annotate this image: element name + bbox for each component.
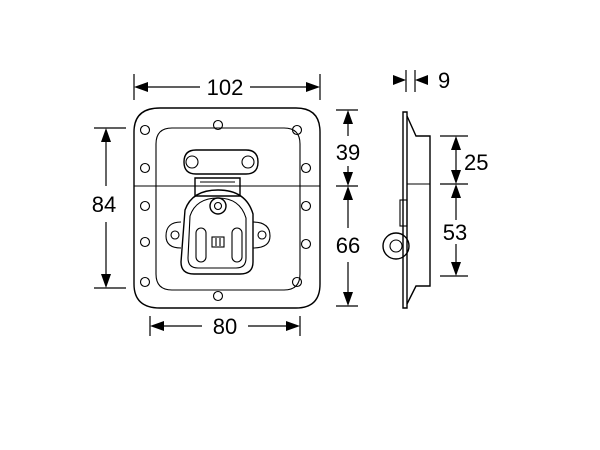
side-ring [382, 232, 410, 260]
side-view [382, 111, 431, 309]
overall-width-label: 102 [207, 75, 244, 100]
dimension-side-depth: 9 [393, 68, 450, 93]
dimension-overall-height: 84 [92, 127, 126, 289]
mounting-hole [291, 276, 303, 288]
mounting-holes [139, 119, 312, 302]
dimension-overall-width: 102 [133, 74, 321, 100]
pivot-circle [209, 197, 227, 215]
mounting-hole [212, 119, 224, 131]
lower-height-label: 66 [336, 233, 360, 258]
mounting-hole [300, 238, 312, 250]
keeper [183, 149, 259, 175]
outer-plate-outline [133, 107, 321, 309]
side-upper-height-label: 25 [464, 150, 488, 175]
upper-height-label: 39 [336, 140, 360, 165]
side-flange [402, 111, 408, 309]
inner-width-label: 80 [213, 314, 237, 339]
depth-label: 9 [438, 68, 450, 93]
overall-height-label: 84 [92, 192, 116, 217]
mounting-hole [139, 276, 151, 288]
mounting-hole [291, 124, 303, 136]
front-view [133, 107, 321, 309]
latch-handle [165, 189, 271, 275]
dimension-inner-width: 80 [149, 314, 301, 339]
recess-outline [155, 127, 301, 291]
mounting-hole [139, 236, 151, 248]
mounting-hole [300, 162, 312, 174]
dimensions: 102 84 80 [92, 68, 494, 339]
mounting-hole [139, 162, 151, 174]
handle-outline [180, 189, 254, 275]
mounting-hole [212, 290, 224, 302]
side-lower-height-label: 53 [443, 220, 467, 245]
mounting-hole [300, 200, 312, 212]
mounting-hole [139, 200, 151, 212]
side-dish-profile [406, 115, 431, 305]
dimension-front-vertical-chain: 39 66 [336, 109, 360, 307]
dimension-side-vertical-chain: 25 53 [438, 135, 494, 277]
mounting-hole [139, 124, 151, 136]
